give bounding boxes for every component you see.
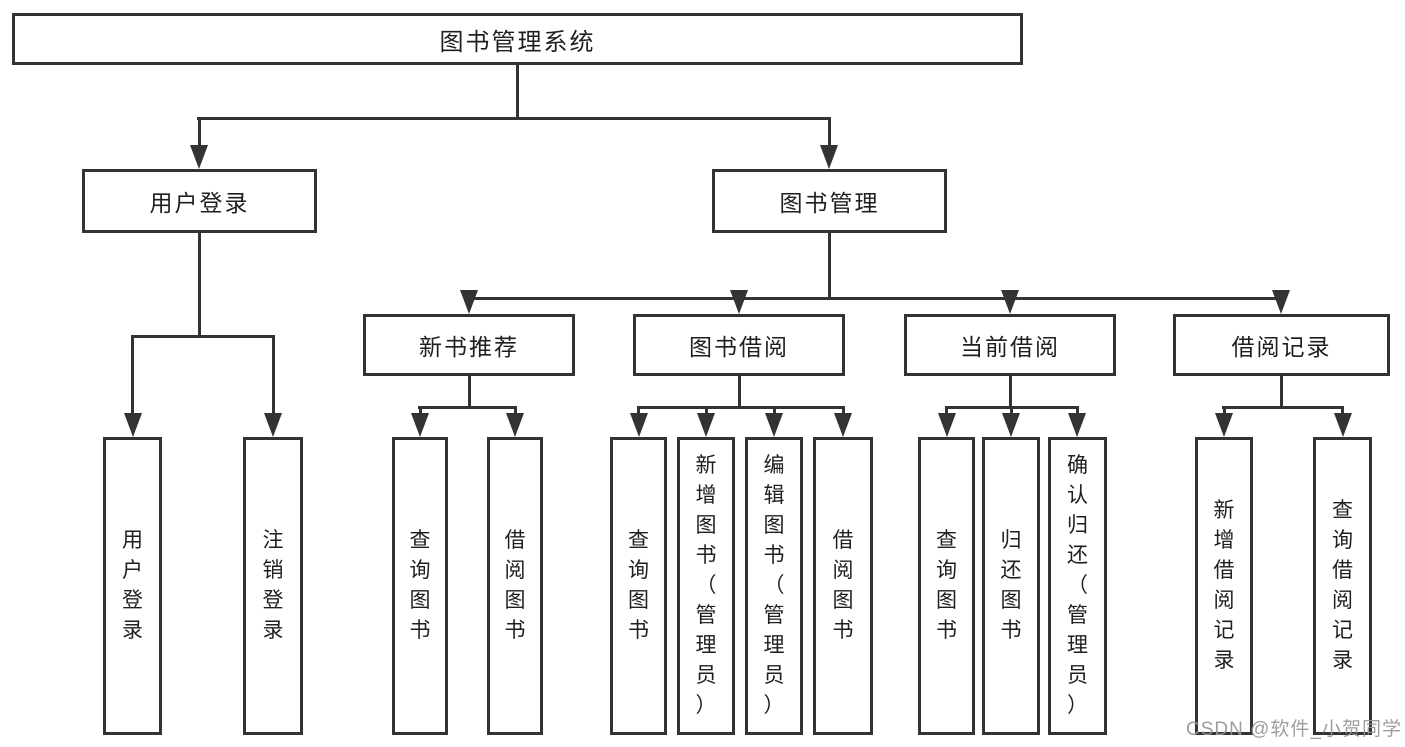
arrow-down-icon bbox=[697, 413, 715, 437]
node-current-borrow-label: 当前借阅 bbox=[960, 334, 1060, 360]
leaf-return-book-label: 归还图书 bbox=[1000, 529, 1022, 642]
node-book-management-label: 图书管理 bbox=[779, 190, 880, 216]
leaf-edit-book-admin: 编辑图书（管理员） bbox=[745, 437, 803, 735]
node-user-login-label: 用户登录 bbox=[149, 190, 250, 216]
node-root: 图书管理系统 bbox=[12, 13, 1023, 65]
connector-drop bbox=[272, 335, 275, 415]
leaf-borrow-books-1: 借阅图书 bbox=[487, 437, 543, 735]
leaf-borrow-books-2: 借阅图书 bbox=[813, 437, 873, 735]
arrow-down-icon bbox=[1215, 413, 1233, 437]
connector-drop bbox=[705, 406, 708, 416]
connector-drop bbox=[637, 406, 640, 416]
connector-drop bbox=[514, 406, 517, 416]
leaf-edit-book-admin-label: 编辑图书（管理员） bbox=[763, 454, 785, 717]
arrow-down-icon bbox=[1001, 290, 1019, 314]
leaf-add-borrow-record-label: 新增借阅记录 bbox=[1213, 499, 1235, 672]
leaf-add-book-admin-label: 新增图书（管理员） bbox=[695, 454, 717, 717]
connector-drop bbox=[1341, 406, 1344, 416]
connector-book-mgmt-rail bbox=[467, 297, 1283, 300]
connector-drop bbox=[1076, 406, 1079, 416]
csdn-watermark: CSDN @软件_小贺同学 bbox=[1186, 719, 1402, 740]
connector-root-stem bbox=[516, 64, 519, 119]
connector-book-mgmt-stem bbox=[828, 233, 831, 299]
connector-drop bbox=[1223, 406, 1226, 416]
leaf-logout-label: 注销登录 bbox=[262, 529, 284, 642]
arrow-down-icon bbox=[124, 413, 142, 437]
leaf-query-books-3-label: 查询图书 bbox=[936, 529, 957, 642]
connector-new-book-stem bbox=[468, 375, 471, 408]
connector-book-borrow-stem bbox=[738, 375, 741, 408]
connector-borrow-records-rail bbox=[1222, 406, 1344, 409]
leaf-add-book-admin: 新增图书（管理员） bbox=[677, 437, 735, 735]
node-root-label: 图书管理系统 bbox=[439, 28, 596, 56]
leaf-add-borrow-record: 新增借阅记录 bbox=[1195, 437, 1253, 735]
connector-user-login-rail bbox=[131, 335, 274, 338]
arrow-down-icon bbox=[938, 413, 956, 437]
connector-new-book-rail bbox=[418, 406, 517, 409]
connector-drop bbox=[828, 117, 831, 147]
node-user-login: 用户登录 bbox=[82, 169, 317, 233]
node-new-book-recommend: 新书推荐 bbox=[363, 314, 575, 376]
node-new-book-recommend-label: 新书推荐 bbox=[419, 334, 519, 360]
arrow-down-icon bbox=[820, 145, 838, 169]
connector-user-login-stem bbox=[198, 233, 201, 337]
arrow-down-icon bbox=[765, 413, 783, 437]
arrow-down-icon bbox=[1272, 290, 1290, 314]
node-book-borrow-label: 图书借阅 bbox=[689, 334, 789, 360]
leaf-query-books-1-label: 查询图书 bbox=[409, 529, 431, 642]
node-borrow-records: 借阅记录 bbox=[1173, 314, 1390, 376]
arrow-down-icon bbox=[190, 145, 208, 169]
leaf-query-books-2-label: 查询图书 bbox=[628, 529, 649, 642]
node-borrow-records-label: 借阅记录 bbox=[1231, 334, 1332, 360]
arrow-down-icon bbox=[1002, 413, 1020, 437]
leaf-confirm-return-admin: 确认归还（管理员） bbox=[1048, 437, 1107, 735]
connector-drop bbox=[773, 406, 776, 416]
node-book-management: 图书管理 bbox=[712, 169, 947, 233]
connector-root-rail bbox=[197, 117, 831, 120]
leaf-query-borrow-record-label: 查询借阅记录 bbox=[1332, 499, 1353, 672]
arrow-down-icon bbox=[460, 290, 478, 314]
leaf-user-login-label: 用户登录 bbox=[122, 529, 143, 642]
arrow-down-icon bbox=[411, 413, 429, 437]
node-current-borrow: 当前借阅 bbox=[904, 314, 1116, 376]
leaf-borrow-books-1-label: 借阅图书 bbox=[504, 529, 526, 642]
arrow-down-icon bbox=[264, 413, 282, 437]
connector-drop bbox=[131, 335, 134, 415]
connector-drop bbox=[1010, 406, 1013, 416]
connector-drop bbox=[945, 406, 948, 416]
leaf-borrow-books-2-label: 借阅图书 bbox=[832, 529, 854, 642]
leaf-query-books-1: 查询图书 bbox=[392, 437, 448, 735]
arrow-down-icon bbox=[1068, 413, 1086, 437]
leaf-return-book: 归还图书 bbox=[982, 437, 1040, 735]
connector-drop bbox=[842, 406, 845, 416]
leaf-user-login: 用户登录 bbox=[103, 437, 162, 735]
leaf-query-books-3: 查询图书 bbox=[918, 437, 975, 735]
leaf-query-borrow-record: 查询借阅记录 bbox=[1313, 437, 1372, 735]
leaf-query-books-2: 查询图书 bbox=[610, 437, 667, 735]
connector-current-borrow-stem bbox=[1009, 375, 1012, 408]
connector-book-borrow-rail bbox=[637, 406, 845, 409]
connector-drop bbox=[198, 117, 201, 147]
arrow-down-icon bbox=[506, 413, 524, 437]
arrow-down-icon bbox=[1334, 413, 1352, 437]
arrow-down-icon bbox=[730, 290, 748, 314]
node-book-borrow: 图书借阅 bbox=[633, 314, 845, 376]
leaf-confirm-return-admin-label: 确认归还（管理员） bbox=[1067, 454, 1088, 717]
connector-borrow-records-stem bbox=[1280, 375, 1283, 408]
arrow-down-icon bbox=[834, 413, 852, 437]
leaf-logout: 注销登录 bbox=[243, 437, 303, 735]
connector-drop bbox=[419, 406, 422, 416]
arrow-down-icon bbox=[630, 413, 648, 437]
